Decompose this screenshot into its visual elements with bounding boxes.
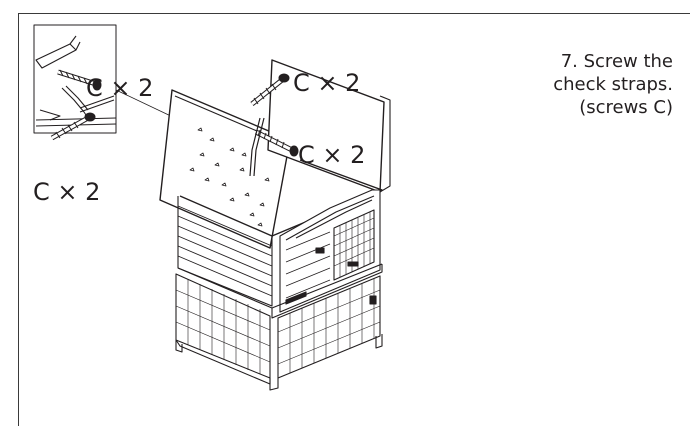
screw-count-label: C × 2 <box>293 69 361 97</box>
screw-count-label: C × 2 <box>298 141 366 169</box>
step-line: (screws C) <box>579 97 673 118</box>
screw-icon <box>50 112 96 141</box>
screw-icon <box>254 129 299 157</box>
screw-icon <box>250 73 290 106</box>
screw-count-label: C × 2 <box>33 178 101 206</box>
screw-icon <box>57 69 102 91</box>
screw-count-label: C × 2 <box>86 74 154 102</box>
page-frame <box>18 13 690 426</box>
step-line: check straps. <box>553 74 673 95</box>
rabbit-hutch-drawing <box>175 159 383 391</box>
step-instruction: 7. Screw the check straps. (screws C) <box>553 50 673 119</box>
step-line: 7. Screw the <box>560 51 673 72</box>
